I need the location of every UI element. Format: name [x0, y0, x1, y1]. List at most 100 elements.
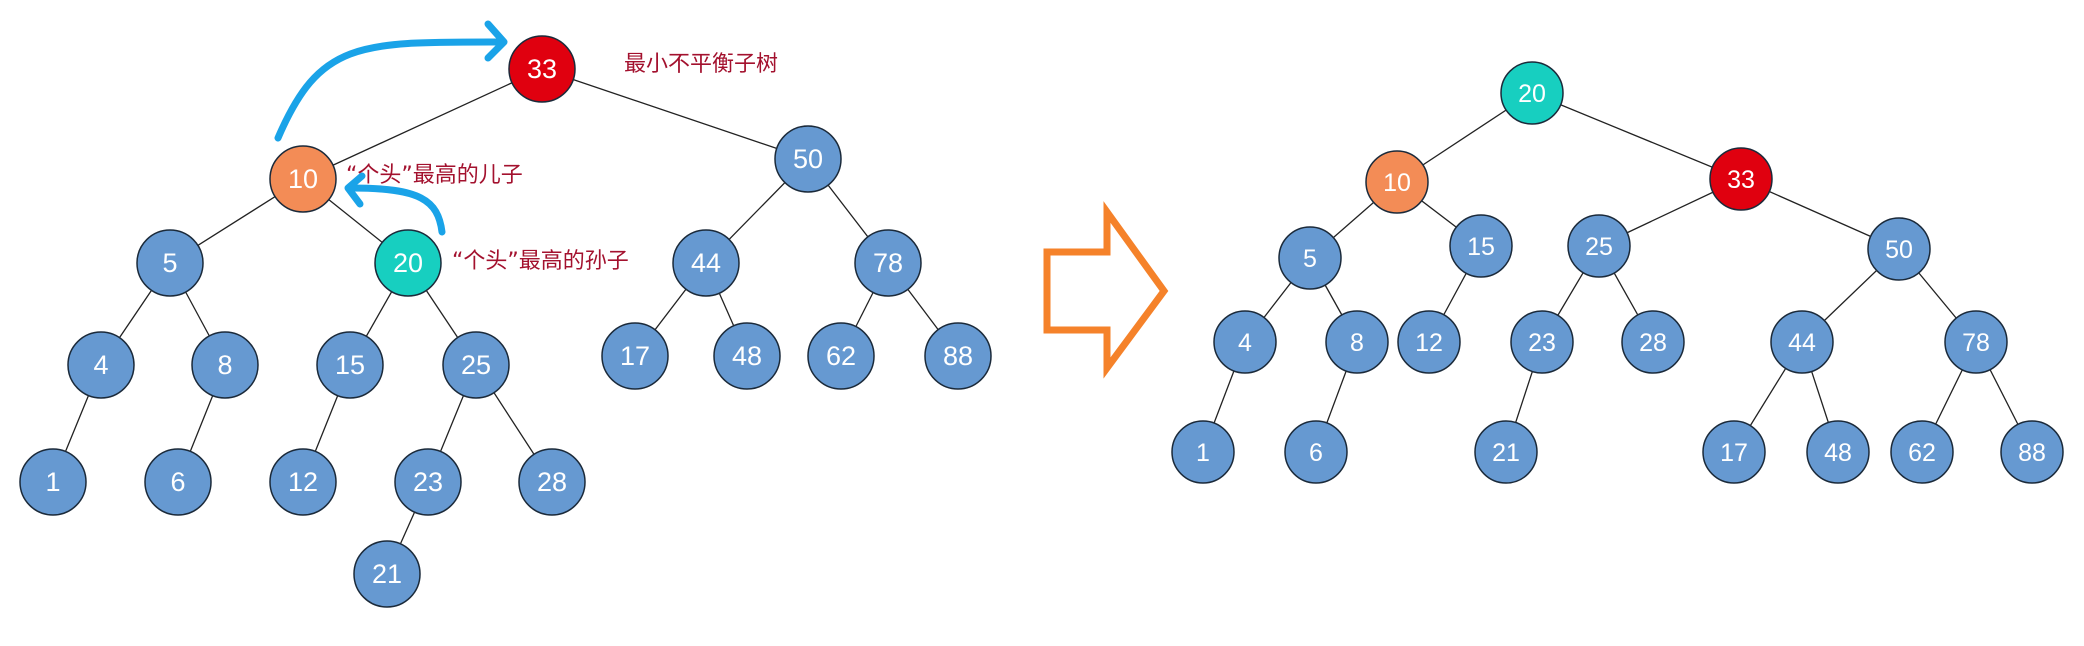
after_tree-node-88: 88: [2000, 420, 2064, 484]
node-circle: [144, 448, 212, 516]
unbalanced-subtree-label: 最小不平衡子树: [624, 52, 779, 77]
before_tree-edge-33-50: [541, 68, 809, 160]
node-value: 62: [826, 341, 856, 371]
node-circle: [713, 322, 781, 390]
before_tree-node-12: 12: [269, 448, 337, 516]
node-value: 1: [1196, 439, 1210, 467]
after_tree-node-20: 20: [1500, 61, 1564, 125]
after_tree-node-33: 33: [1709, 147, 1773, 211]
node-value: 48: [1824, 439, 1852, 467]
before_tree-node-6: 6: [144, 448, 212, 516]
node-circle: [1709, 147, 1773, 211]
node-circle: [1890, 420, 1954, 484]
node-value: 78: [1962, 329, 1990, 357]
node-circle: [67, 331, 135, 399]
node-value: 48: [732, 341, 762, 371]
node-value: 62: [1908, 439, 1936, 467]
node-value: 15: [1467, 233, 1495, 261]
node-circle: [269, 448, 337, 516]
node-value: 33: [527, 54, 557, 84]
node-circle: [1397, 310, 1461, 374]
node-circle: [1284, 420, 1348, 484]
after_tree-node-17: 17: [1702, 420, 1766, 484]
node-value: 4: [93, 350, 108, 380]
node-circle: [1213, 310, 1277, 374]
node-value: 23: [413, 467, 443, 497]
node-value: 50: [793, 144, 823, 174]
before_tree-node-50: 50: [774, 125, 842, 193]
node-circle: [269, 145, 337, 213]
rotate-up-arrowhead: [484, 20, 508, 62]
node-value: 17: [1720, 439, 1748, 467]
node-circle: [601, 322, 669, 390]
transform-arrow-icon: [1043, 201, 1169, 379]
node-circle: [316, 331, 384, 399]
node-value: 33: [1727, 166, 1755, 194]
node-circle: [1474, 420, 1538, 484]
before_tree-node-5: 5: [136, 229, 204, 297]
before_tree-node-25: 25: [442, 331, 510, 399]
node-value: 88: [943, 341, 973, 371]
node-value: 10: [288, 164, 318, 194]
before_tree-node-33: 33: [508, 35, 576, 103]
node-value: 50: [1885, 236, 1913, 264]
node-circle: [1325, 310, 1389, 374]
node-circle: [1867, 217, 1931, 281]
node-circle: [19, 448, 87, 516]
node-value: 44: [691, 248, 721, 278]
node-value: 20: [393, 248, 423, 278]
after_tree-node-12: 12: [1397, 310, 1461, 374]
node-circle: [191, 331, 259, 399]
node-circle: [2000, 420, 2064, 484]
after_tree-node-1: 1: [1171, 420, 1235, 484]
tallest-grandson-label: “个头”最高的孙子: [452, 249, 629, 274]
after_tree-node-4: 4: [1213, 310, 1277, 374]
node-circle: [1500, 61, 1564, 125]
node-value: 20: [1518, 80, 1546, 108]
node-circle: [1702, 420, 1766, 484]
before_tree-node-78: 78: [854, 229, 922, 297]
node-circle: [1365, 150, 1429, 214]
node-value: 12: [288, 467, 318, 497]
node-value: 21: [372, 559, 402, 589]
node-circle: [1510, 310, 1574, 374]
node-circle: [774, 125, 842, 193]
before_tree-node-17: 17: [601, 322, 669, 390]
before_tree-node-44: 44: [672, 229, 740, 297]
after_tree-node-50: 50: [1867, 217, 1931, 281]
after_tree-node-10: 10: [1365, 150, 1429, 214]
before_tree-node-88: 88: [924, 322, 992, 390]
before_tree-node-20: 20: [374, 229, 442, 297]
rotate-up-arrow: [274, 38, 504, 142]
node-circle: [1567, 214, 1631, 278]
after_tree-node-44: 44: [1770, 310, 1834, 374]
node-value: 15: [335, 350, 365, 380]
node-value: 4: [1238, 329, 1252, 357]
node-circle: [1278, 226, 1342, 290]
node-value: 12: [1415, 329, 1443, 357]
node-value: 17: [620, 341, 650, 371]
before_tree-node-15: 15: [316, 331, 384, 399]
after_tree-node-78: 78: [1944, 310, 2008, 374]
node-value: 28: [537, 467, 567, 497]
before_tree-node-48: 48: [713, 322, 781, 390]
before_tree-node-62: 62: [807, 322, 875, 390]
after_tree-node-8: 8: [1325, 310, 1389, 374]
after_tree-node-25: 25: [1567, 214, 1631, 278]
node-circle: [854, 229, 922, 297]
node-circle: [442, 331, 510, 399]
node-circle: [1449, 214, 1513, 278]
node-circle: [394, 448, 462, 516]
rotate-grandson-arrow: [348, 184, 446, 236]
node-value: 88: [2018, 439, 2046, 467]
node-circle: [1944, 310, 2008, 374]
node-value: 8: [217, 350, 232, 380]
node-circle: [1621, 310, 1685, 374]
after_tree-node-48: 48: [1806, 420, 1870, 484]
before_tree-node-23: 23: [394, 448, 462, 516]
node-value: 6: [170, 467, 185, 497]
before_tree-node-10: 10: [269, 145, 337, 213]
after_tree-node-15: 15: [1449, 214, 1513, 278]
node-circle: [1770, 310, 1834, 374]
